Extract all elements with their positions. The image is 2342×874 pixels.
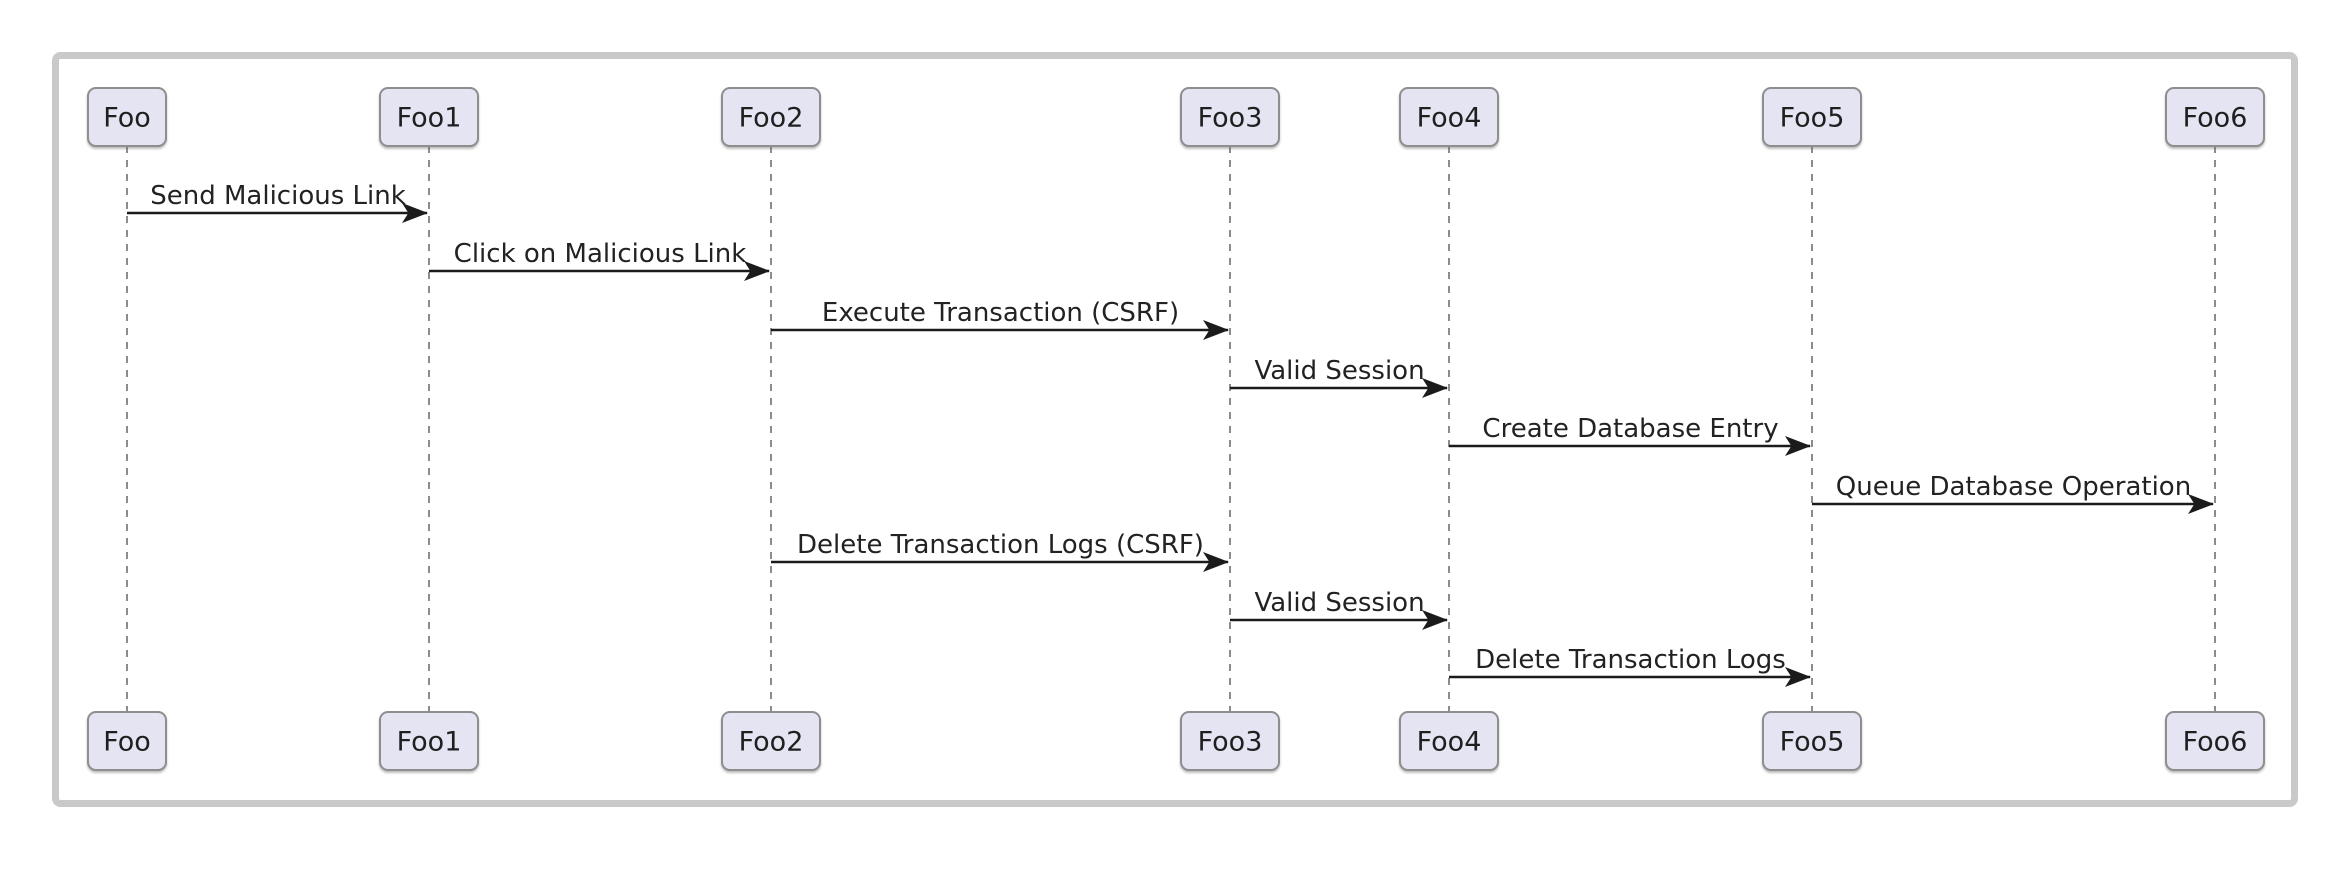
actor-box-bottom-Foo1 xyxy=(379,711,479,771)
actors-layer: FooFooFoo1Foo1Foo2Foo2Foo3Foo3Foo4Foo4Fo… xyxy=(87,87,2265,771)
actor-box-top-Foo2 xyxy=(721,87,821,147)
actor-box-bottom-Foo3 xyxy=(1180,711,1280,771)
actor-label-top-Foo1: Foo1 xyxy=(397,103,462,134)
actor-box-top-Foo4 xyxy=(1399,87,1499,147)
actor-box-bottom-Foo2 xyxy=(721,711,821,771)
actor-box-bottom-Foo6 xyxy=(2165,711,2265,771)
actor-label-bottom-Foo4: Foo4 xyxy=(1417,727,1482,758)
message-label-8: Delete Transaction Logs xyxy=(1475,645,1786,675)
actor-box-bottom-Foo4 xyxy=(1399,711,1499,771)
actor-box-top-Foo3 xyxy=(1180,87,1280,147)
actor-label-bottom-Foo3: Foo3 xyxy=(1198,727,1263,758)
actor-label-top-Foo2: Foo2 xyxy=(739,103,804,134)
actor-box-top-Foo xyxy=(87,87,167,147)
lifelines-layer xyxy=(126,146,2216,712)
actor-box-top-Foo6 xyxy=(2165,87,2265,147)
message-label-1: Click on Malicious Link xyxy=(454,239,747,269)
message-label-6: Delete Transaction Logs (CSRF) xyxy=(797,530,1204,560)
message-label-2: Execute Transaction (CSRF) xyxy=(822,298,1179,328)
message-label-3: Valid Session xyxy=(1254,356,1424,386)
actor-box-bottom-Foo xyxy=(87,711,167,771)
actor-box-bottom-Foo5 xyxy=(1762,711,1862,771)
actor-label-top-Foo: Foo xyxy=(103,103,151,134)
actor-label-top-Foo3: Foo3 xyxy=(1198,103,1263,134)
actor-label-bottom-Foo5: Foo5 xyxy=(1780,727,1845,758)
actor-label-top-Foo5: Foo5 xyxy=(1780,103,1845,134)
actor-box-top-Foo1 xyxy=(379,87,479,147)
actor-label-bottom-Foo1: Foo1 xyxy=(397,727,462,758)
message-label-7: Valid Session xyxy=(1254,588,1424,618)
actor-label-top-Foo6: Foo6 xyxy=(2183,103,2248,134)
message-label-0: Send Malicious Link xyxy=(150,181,406,211)
diagram-frame xyxy=(52,52,2298,807)
actor-label-top-Foo4: Foo4 xyxy=(1417,103,1482,134)
actor-label-bottom-Foo6: Foo6 xyxy=(2183,727,2248,758)
actor-label-bottom-Foo: Foo xyxy=(103,727,151,758)
actor-box-top-Foo5 xyxy=(1762,87,1862,147)
message-label-4: Create Database Entry xyxy=(1482,414,1778,444)
message-label-5: Queue Database Operation xyxy=(1836,472,2191,502)
actor-label-bottom-Foo2: Foo2 xyxy=(739,727,804,758)
